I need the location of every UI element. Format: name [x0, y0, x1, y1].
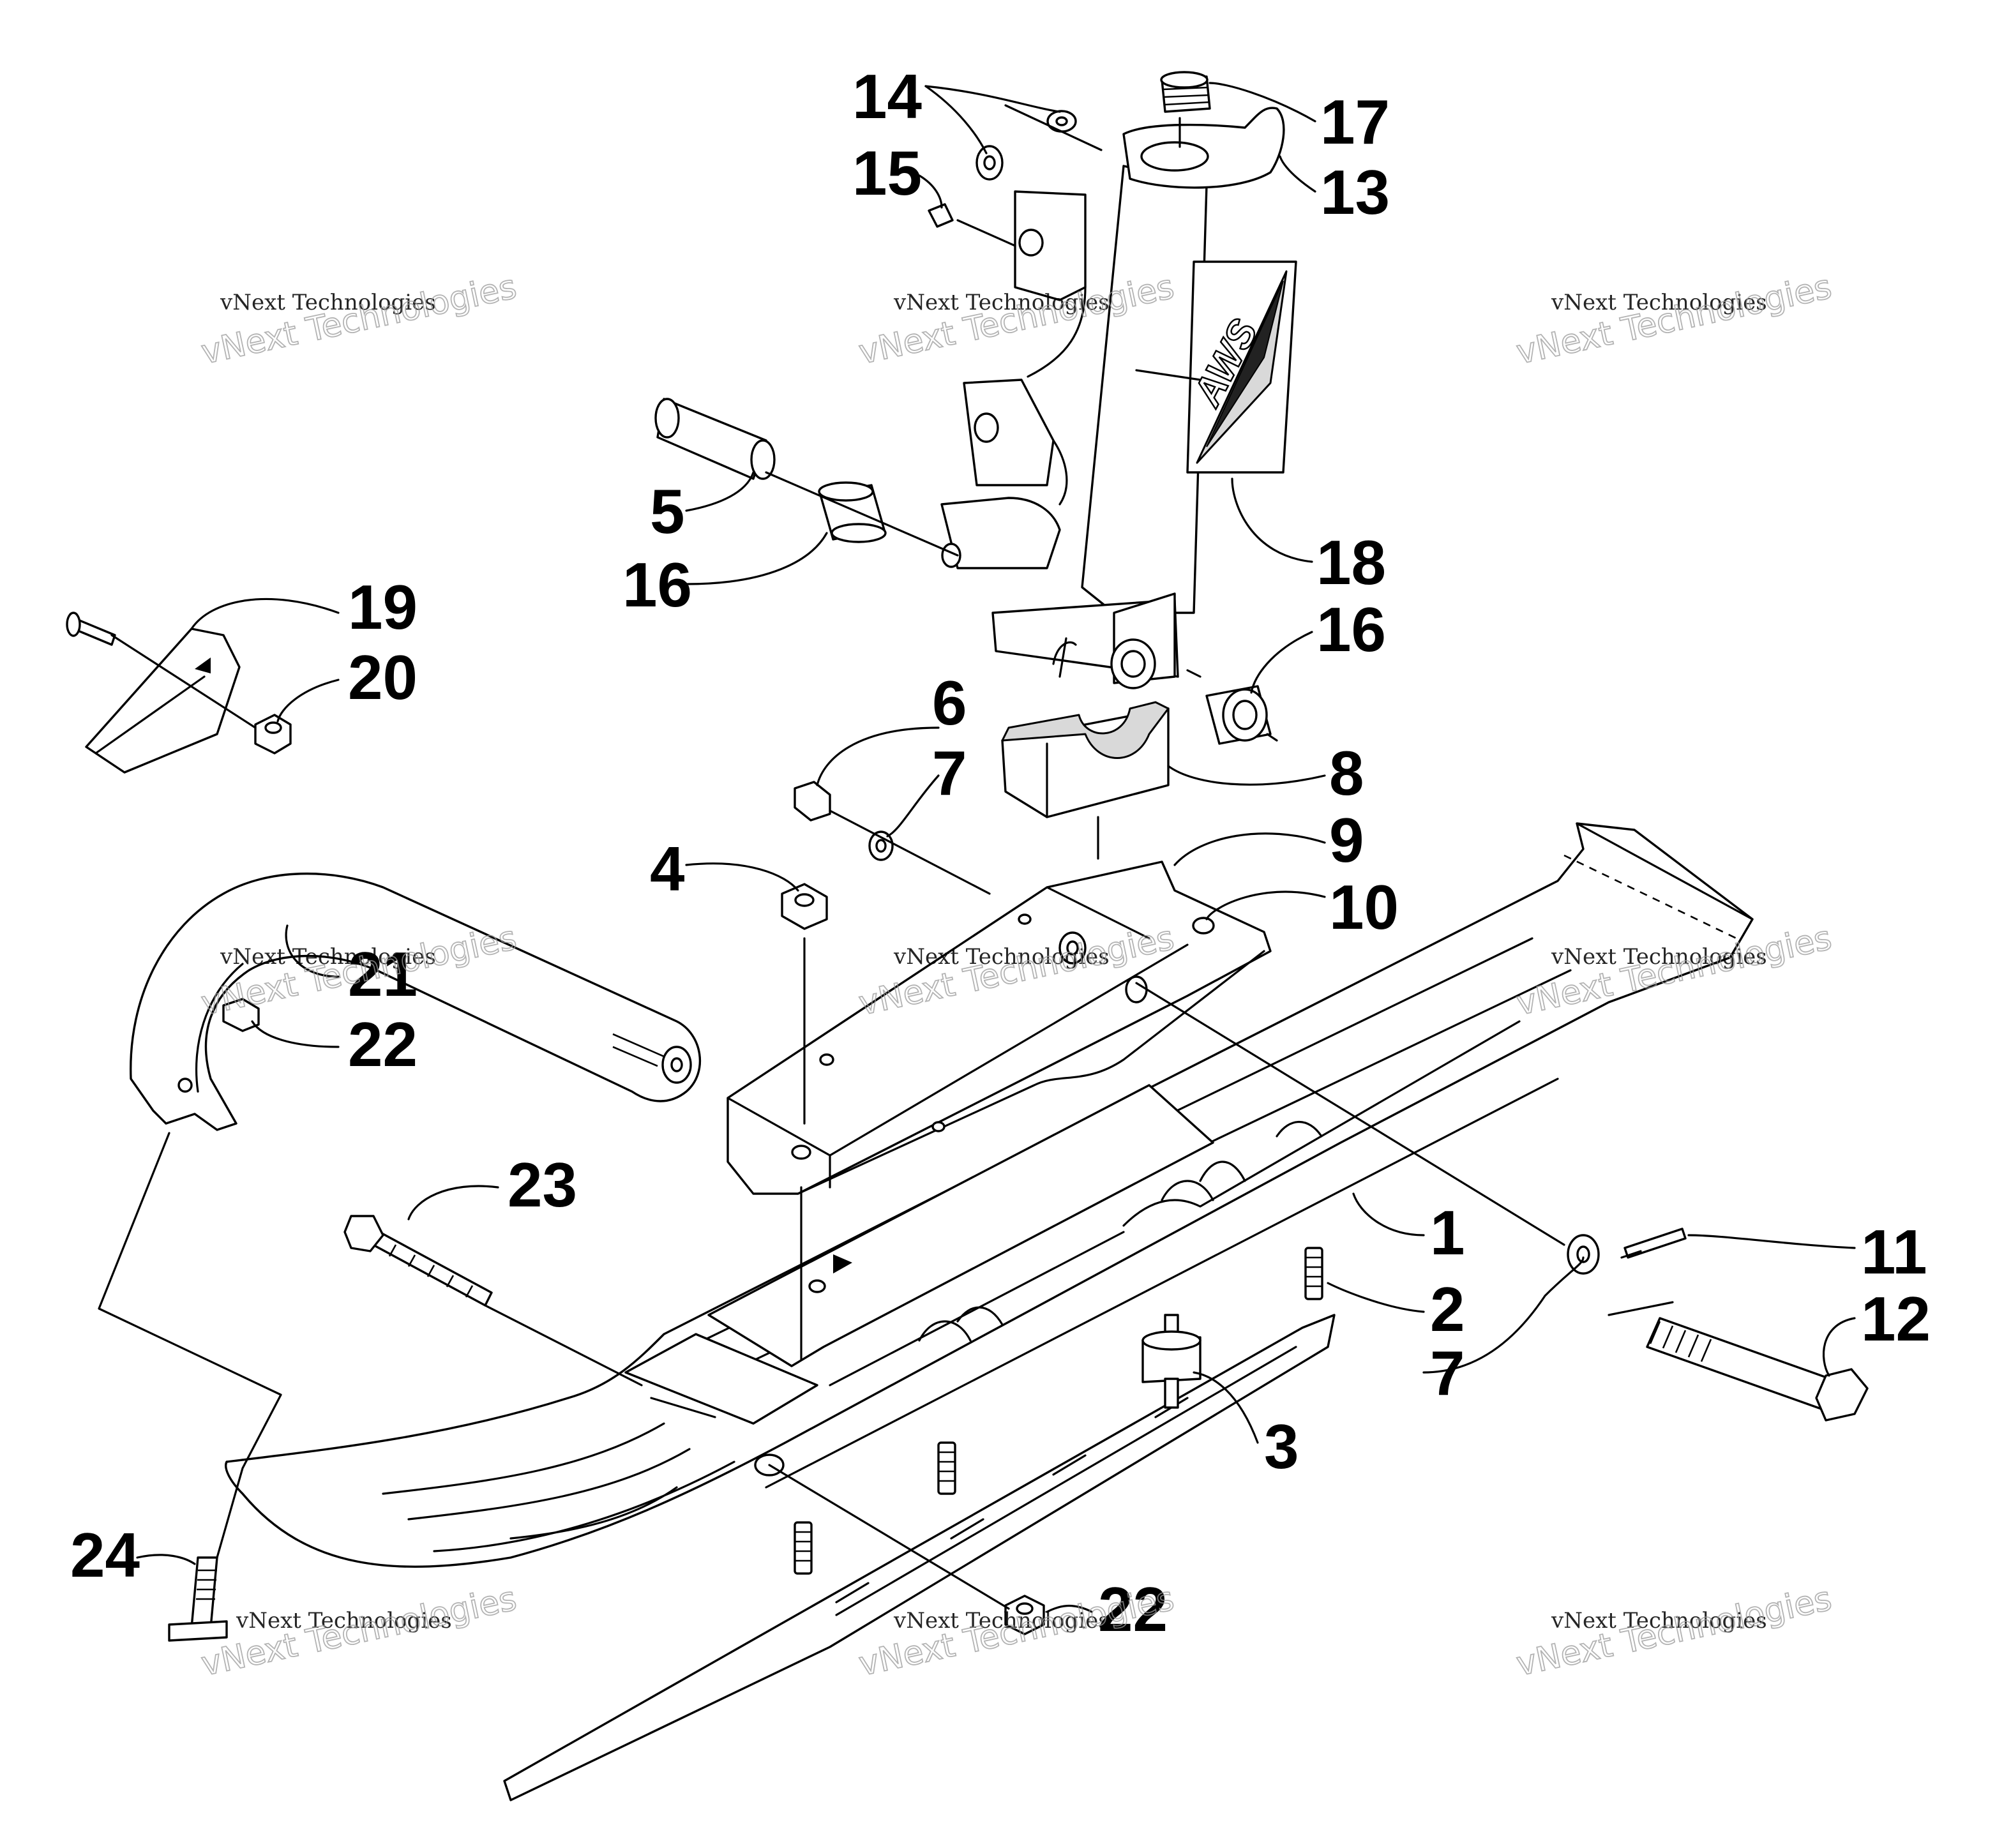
svg-text:vNext Technologies: vNext Technologies [893, 290, 1110, 315]
handle-bracket [85, 627, 241, 774]
svg-text:vNext Technologies: vNext Technologies [893, 944, 1110, 970]
svg-text:vNext Technologies: vNext Technologies [1551, 944, 1767, 970]
spindle-pin [654, 398, 776, 480]
svg-text:vNext Technologies: vNext Technologies [198, 268, 520, 372]
spindle: AWS [940, 107, 1297, 684]
spindle-plug [1160, 71, 1211, 113]
washer [1058, 931, 1087, 965]
stud-bumper [1141, 1314, 1201, 1409]
watermark: vNext Technologies vNext Technologies [1512, 267, 1835, 373]
callout-10: 10 [1329, 872, 1399, 942]
callout-2: 2 [1430, 1274, 1465, 1344]
callout-7: 7 [932, 738, 967, 808]
handle-bolt [343, 1215, 493, 1307]
ski-body [225, 822, 1754, 1568]
damper-block [1001, 701, 1170, 818]
bracket-screw [66, 612, 116, 646]
svg-text:vNext Technologies: vNext Technologies [1551, 290, 1767, 315]
ski-saddle [727, 860, 1272, 1195]
svg-text:vNext Technologies: vNext Technologies [1513, 268, 1835, 372]
leader-lines [136, 82, 1856, 1613]
assembly-lines [98, 104, 1674, 1610]
callout-9: 9 [1329, 805, 1364, 875]
callout-23: 23 [508, 1150, 577, 1220]
aws-decal: AWS [1184, 260, 1297, 474]
wear-bolt [168, 1556, 228, 1642]
callout-20: 20 [348, 642, 418, 712]
nut [781, 883, 828, 930]
wear-bar-stud [937, 1441, 956, 1495]
callout-17: 17 [1320, 87, 1390, 157]
callout-4: 4 [650, 834, 685, 904]
callout-22b: 22 [1098, 1574, 1168, 1644]
callout-16b: 16 [1316, 594, 1386, 665]
spindle-bushing [1205, 685, 1272, 745]
callout-22: 22 [348, 1009, 418, 1079]
svg-text:vNext Technologies: vNext Technologies [220, 290, 436, 315]
callout-3: 3 [1264, 1411, 1299, 1482]
callout-5: 5 [650, 476, 685, 546]
callout-21: 21 [348, 939, 418, 1009]
watermark: vNext Technologies vNext Technologies [1512, 1579, 1835, 1685]
nut [794, 781, 831, 822]
callout-15: 15 [852, 138, 922, 208]
callout-8: 8 [1329, 738, 1364, 808]
washer [868, 830, 894, 861]
callout-24: 24 [70, 1520, 140, 1590]
callout-14: 14 [852, 61, 922, 131]
ski-handle [130, 872, 701, 1131]
washer [1046, 110, 1077, 133]
spindle-bolt [1646, 1317, 1869, 1422]
washer [975, 145, 1004, 181]
callout-16: 16 [622, 550, 692, 620]
svg-text:vNext Technologies: vNext Technologies [220, 944, 436, 970]
spindle-bushing [818, 481, 887, 543]
spindle-bushing-lower [1110, 638, 1156, 689]
callout-18: 18 [1316, 527, 1386, 597]
watermark: vNext Technologies vNext Technologies [197, 267, 520, 373]
svg-text:vNext Technologies: vNext Technologies [1551, 1608, 1767, 1634]
callout-19: 19 [348, 572, 418, 642]
callout-1: 1 [1430, 1198, 1465, 1268]
wear-bar-stud [794, 1521, 813, 1575]
callout-labels: 1 2 3 4 5 6 7 7 8 9 10 11 12 13 14 15 16… [70, 61, 1931, 1644]
nut [1004, 1595, 1045, 1635]
washer [1567, 1234, 1600, 1275]
callout-7b: 7 [1430, 1338, 1465, 1408]
callout-6: 6 [932, 668, 967, 738]
wear-bar [503, 1247, 1336, 1801]
callout-12: 12 [1861, 1284, 1931, 1354]
grease-fitting [928, 203, 954, 228]
svg-text:vNext Technologies: vNext Technologies [236, 1608, 452, 1634]
bracket-nut [254, 714, 292, 755]
watermark: vNext Technologies vNext Technologies [197, 1579, 520, 1685]
svg-text:vNext Technologies: vNext Technologies [893, 1608, 1110, 1634]
wear-bar-stud [1304, 1247, 1323, 1300]
callout-13: 13 [1320, 157, 1390, 227]
callout-11: 11 [1861, 1217, 1927, 1287]
